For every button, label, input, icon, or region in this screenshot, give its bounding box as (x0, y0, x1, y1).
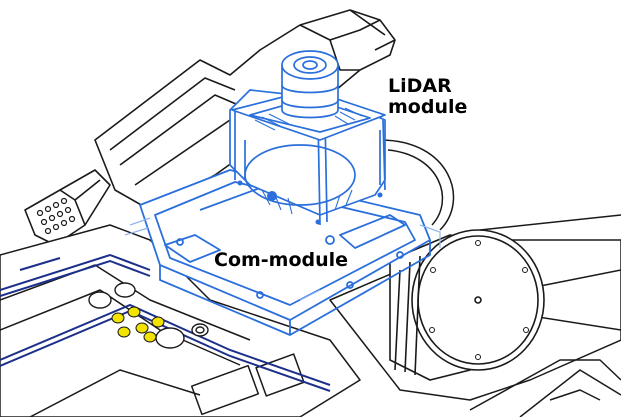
cable-part (387, 149, 444, 226)
cable-part (379, 139, 455, 231)
lidar-label-line1: LiDAR (388, 75, 452, 97)
lidar-module-label: LiDAR module (388, 76, 467, 118)
lidar-bolt-part (237, 180, 383, 225)
motor-screw-part (429, 240, 529, 360)
com-module-label: Com-module (214, 249, 349, 271)
base-fitting-part (88, 282, 209, 349)
motor-part (389, 229, 545, 381)
com-module-detail (124, 217, 441, 301)
lidar-label-line2: module (388, 96, 468, 118)
lidar-module-part (229, 50, 386, 226)
gripper-pad-part (36, 197, 76, 235)
yellow-bolt-icon (111, 306, 165, 343)
com-module-part (139, 169, 431, 336)
